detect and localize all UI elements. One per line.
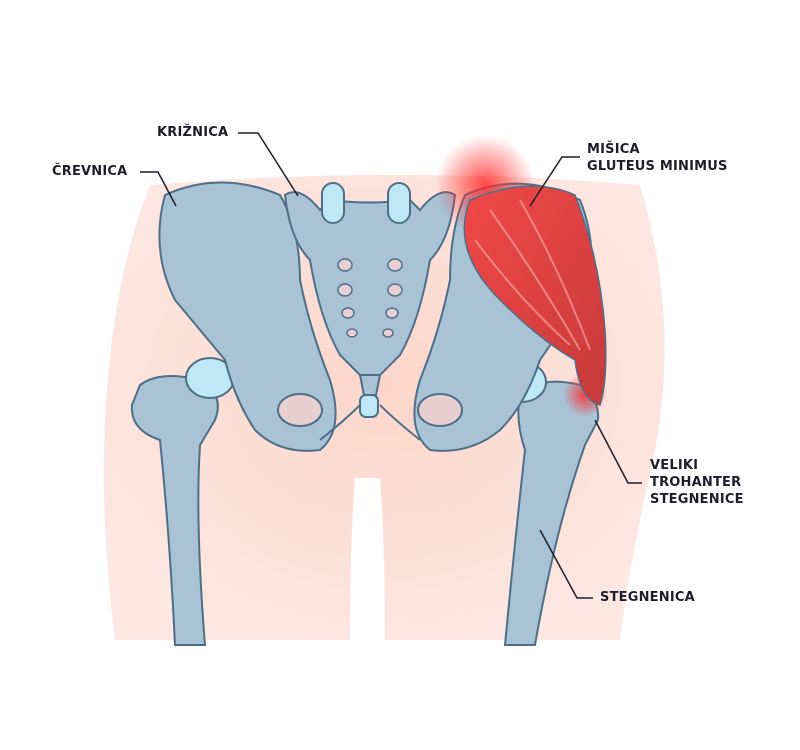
leader-line-crevnica xyxy=(140,171,177,207)
sacral-foramina xyxy=(337,258,403,338)
leader-lines xyxy=(140,132,642,599)
leader-line-trohanter xyxy=(594,419,642,484)
label-trohanter-line2: TROHANTER xyxy=(650,475,742,490)
label-krisnica: KRIŽNICA xyxy=(157,125,229,140)
label-misica: MIŠICA GLUTEUS MINIMUS xyxy=(587,141,728,175)
coccyx xyxy=(358,374,382,396)
left-sacral-facet xyxy=(321,182,345,224)
gluteus-minimus-muscle xyxy=(463,185,607,406)
label-trohanter-line1: VELIKI xyxy=(650,458,699,473)
leader-line-misica xyxy=(529,156,580,207)
leader-line-stegnenica xyxy=(539,529,593,599)
label-misica-line2: GLUTEUS MINIMUS xyxy=(587,159,728,174)
sacrum xyxy=(283,191,457,376)
pubic-symphysis xyxy=(359,394,379,418)
label-stegnenica: STEGNENICA xyxy=(600,590,695,605)
leader-line-krisnica xyxy=(238,132,299,197)
right-sacral-facet xyxy=(387,182,411,224)
label-trohanter-line3: STEGNENICE xyxy=(650,492,744,507)
label-crevnica: ČREVNICA xyxy=(52,164,128,179)
label-trohanter: VELIKI TROHANTER STEGNENICE xyxy=(650,457,744,508)
label-misica-line1: MIŠICA xyxy=(587,142,640,157)
left-ilium xyxy=(158,181,337,452)
